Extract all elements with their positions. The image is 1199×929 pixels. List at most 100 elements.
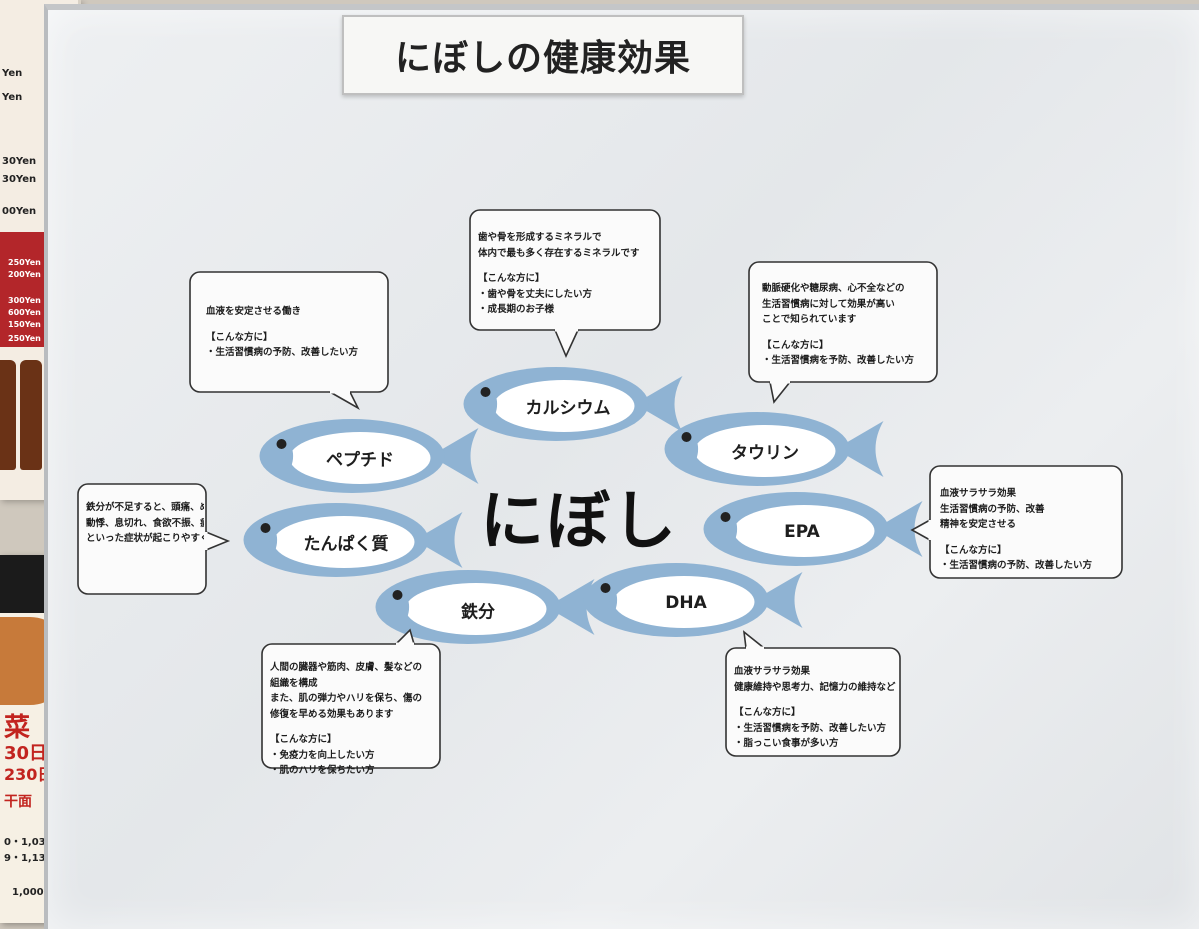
menu-price: Yen	[2, 68, 23, 79]
bubble-line: 組織を構成	[270, 677, 318, 689]
bubble-line: 血液サラサラ効果	[940, 488, 1017, 499]
menu-price: 250Yen	[8, 258, 41, 267]
bubble-line: 生活習慣病の予防、改善	[940, 503, 1045, 515]
menu-price: 9・1,130日元	[4, 853, 73, 864]
bubble-frame-taurine	[748, 261, 938, 404]
fish-label-taurine: タウリン	[731, 443, 799, 464]
bubble-line: ・生活習慣病を予防、改善したい方	[734, 722, 887, 734]
fish-tail	[430, 428, 479, 484]
fish-gill	[683, 426, 698, 472]
bubble-line: 鉄分が不足すると、頭痛、めまい、倦怠感、	[86, 502, 204, 513]
bubble-line: 血液サラサラ効果	[734, 666, 811, 677]
fish-taurine	[664, 412, 884, 486]
fish-tail	[546, 579, 595, 635]
bubble-frame-protein	[77, 483, 231, 595]
bubble-dha: 血液サラサラ効果 健康維持や思考力、記憶力の維持など 【こんな方に】 ・生活習慣…	[734, 664, 896, 752]
fish-belly	[613, 576, 755, 628]
menu-price: 300Yen	[8, 296, 41, 305]
fish-peptide	[259, 419, 479, 493]
beer-bottle-image	[20, 360, 42, 470]
bubble-line: ・生活習慣病の予防、改善したい方	[940, 560, 1093, 571]
fish-gill	[482, 381, 497, 427]
fish-gill	[262, 517, 277, 563]
fish-eye	[600, 583, 611, 593]
bubble-line: ・成長期のお子様	[478, 304, 555, 315]
bubble-frame-epa	[910, 465, 1123, 579]
bubble-line: 動脈硬化や糖尿病、心不全などの	[762, 283, 905, 294]
fish-tail	[634, 376, 683, 432]
fish-eye	[720, 512, 731, 522]
bubble-line: 体内で最も多く存在するミネラルです	[478, 247, 640, 259]
bubble-iron: 人間の臓器や筋肉、皮膚、髪などの 組織を構成 また、肌の弾力やハリを保ち、傷の …	[270, 660, 438, 779]
fish-belly	[289, 432, 431, 484]
bubble-line: ・歯や骨を丈夫にしたい方	[478, 288, 593, 300]
bubble-line: 【こんな方に】	[734, 707, 801, 718]
menu-item: 干面	[4, 794, 32, 810]
bubble-frame-peptide	[189, 271, 389, 411]
fish-label-iron: 鉄分	[461, 602, 495, 623]
fish-belly	[733, 505, 875, 557]
bubble-line: 【こんな方に】	[206, 331, 273, 343]
title-card: にぼしの健康効果	[342, 15, 744, 95]
bubble-line: 【こんな方に】	[762, 339, 829, 351]
fish-calcium	[463, 367, 683, 441]
fish-tail	[754, 572, 803, 628]
bubble-line: 健康維持や思考力、記憶力の維持など	[734, 681, 896, 693]
menu-price: 30Yen	[2, 174, 37, 185]
bubble-epa: 血液サラサラ効果 生活習慣病の予防、改善 精神を安定させる 【こんな方に】 ・生…	[940, 486, 1120, 574]
bubble-line: 歯や骨を形成するミネラルで	[478, 232, 602, 243]
bubble-line: 【こんな方に】	[940, 544, 1007, 556]
menu-price: Yen	[2, 92, 23, 103]
fish-eye	[681, 432, 692, 442]
bubble-frame-dha	[725, 630, 901, 757]
bubble-line: ・肌のハリを保ちたい方	[270, 765, 375, 776]
fish-gill	[602, 577, 617, 623]
bubble-line: 【こんな方に】	[270, 734, 337, 745]
fish-epa	[703, 492, 923, 566]
fish-belly	[405, 583, 547, 635]
bubble-line: ・生活習慣病の予防、改善したい方	[206, 347, 359, 358]
fish-eye	[392, 590, 403, 600]
fish-belly	[493, 380, 635, 432]
fish-eye	[260, 523, 271, 533]
fish-layer	[243, 367, 923, 644]
bubble-protein: 鉄分が不足すると、頭痛、めまい、倦怠感、 動悸、息切れ、食欲不振、疲れやすくなる…	[86, 500, 204, 547]
bubble-frame-iron	[261, 628, 441, 769]
bubble-layer	[77, 209, 1123, 769]
fish-gill	[278, 433, 293, 479]
fish-protein	[243, 503, 463, 577]
fish-gill	[722, 506, 737, 552]
menu-price: 200Yen	[8, 270, 41, 279]
bubble-line: ・生活習慣病を予防、改善したい方	[762, 355, 915, 366]
fish-tail	[874, 501, 923, 557]
bubble-line: また、肌の弾力やハリを保ち、傷の	[270, 693, 423, 704]
menu-price: 600Yen	[8, 308, 41, 317]
bubble-line: ことで知られています	[762, 314, 857, 325]
fish-label-peptide: ペプチド	[326, 450, 394, 471]
menu-price: 30Yen	[2, 156, 37, 167]
menu-price: 250Yen	[8, 334, 41, 343]
bubble-line: 動悸、息切れ、食欲不振、疲れやすくなる	[86, 517, 204, 529]
bubble-line: 生活習慣病に対して効果が高い	[762, 298, 895, 310]
fish-eye	[480, 387, 491, 397]
bubble-line: ・脂っこい食事が多い方	[734, 738, 839, 749]
fish-tail	[835, 421, 884, 477]
bubble-frame-calcium	[469, 209, 661, 358]
fish-iron	[375, 570, 595, 644]
bubble-line: 血液を安定させる働き	[206, 306, 302, 317]
bubble-calcium: 歯や骨を形成するミネラルで 体内で最も多く存在するミネラルです 【こんな方に】 …	[478, 230, 656, 318]
menu-red-panel	[0, 232, 46, 347]
menu-price: 00Yen	[2, 206, 37, 217]
bubble-line: 精神を安定させる	[940, 519, 1017, 530]
fish-gill	[394, 584, 409, 630]
fish-belly	[273, 516, 415, 568]
bubble-line: といった症状が起こりやすくなります	[86, 533, 204, 544]
menu-price: 0・1,030日元	[4, 837, 73, 848]
bubble-line: 人間の臓器や筋肉、皮膚、髪などの	[270, 662, 423, 673]
menu-item: 菜	[4, 713, 31, 743]
fish-dha	[583, 563, 803, 637]
fish-label-dha: DHA	[665, 593, 707, 613]
page-title: にぼしの健康効果	[394, 38, 691, 79]
menu-price: 1,000日元	[12, 887, 64, 898]
